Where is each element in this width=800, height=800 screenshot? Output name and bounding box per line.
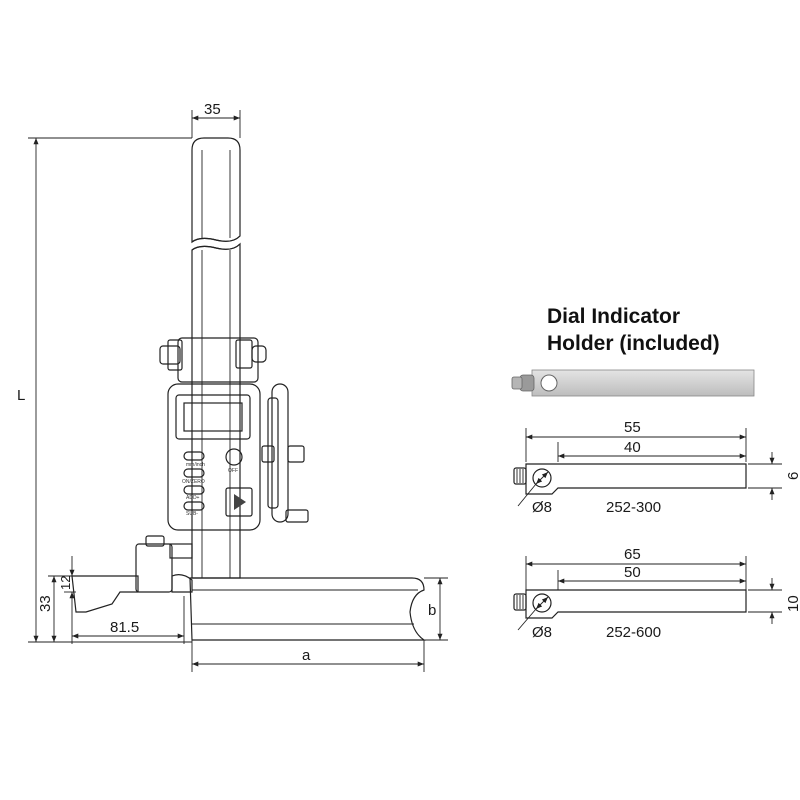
add-button[interactable] xyxy=(183,485,205,495)
holder-2-bore: Ø8 xyxy=(532,624,552,641)
height-gauge: mm/inch ON/ZERO ADD+ SUB- OFF xyxy=(71,137,426,641)
play-arrow-icon xyxy=(234,494,246,510)
scriber-clamp xyxy=(71,535,193,613)
dim-column-width: 35 xyxy=(204,101,221,118)
dim-base-length: a xyxy=(302,647,311,664)
holder-1-thickness: 6 xyxy=(785,472,800,480)
holder-1-inner-dim: 40 xyxy=(624,439,641,456)
dim-base-height: b xyxy=(428,602,436,619)
dim-length: L xyxy=(17,387,25,404)
sub-button[interactable] xyxy=(183,501,205,511)
lock-screw-left xyxy=(159,345,181,365)
holder-1-bore: Ø8 xyxy=(532,499,552,516)
lcd-screen xyxy=(183,402,243,432)
gauge-base xyxy=(189,577,426,641)
holder-2-part-no: 252-600 xyxy=(606,624,661,641)
holder-title-line1: Dial Indicator xyxy=(547,305,680,328)
holder-illustration xyxy=(511,369,755,397)
fine-adjust-handwheel xyxy=(261,383,309,523)
mm-inch-label: mm/inch xyxy=(186,462,205,468)
off-button[interactable] xyxy=(225,448,243,466)
digital-readout-housing xyxy=(167,383,261,531)
on-zero-button[interactable] xyxy=(183,468,205,478)
lcd-frame xyxy=(175,394,251,440)
add-label: ADD+ xyxy=(186,495,200,501)
gauge-dimensions: 35 L 33 12 81.5 a b xyxy=(17,101,448,672)
battery-cover xyxy=(225,487,253,517)
holder-variant-252-600: 65 50 Ø8 252-600 10 xyxy=(513,546,800,641)
lock-screw-right xyxy=(235,339,253,369)
holder-variant-252-300: 55 40 Ø8 252-300 6 xyxy=(513,419,800,516)
scriber xyxy=(71,575,139,613)
slider-carriage xyxy=(177,337,259,383)
holder-2-thickness: 10 xyxy=(785,595,800,612)
mm-inch-button[interactable] xyxy=(183,451,205,461)
dial-indicator-holder: Dial Indicator Holder (included) 55 40 xyxy=(511,305,800,641)
dim-scriber-thickness: 12 xyxy=(58,576,73,590)
holder-2-overall-dim: 65 xyxy=(624,546,641,563)
sub-label: SUB- xyxy=(186,511,198,517)
holder-title-line2: Holder (included) xyxy=(547,332,720,355)
off-label: OFF xyxy=(228,468,238,474)
dim-scriber-height: 33 xyxy=(37,595,54,612)
holder-2-inner-dim: 50 xyxy=(624,564,641,581)
readout-buttons: mm/inch ON/ZERO ADD+ SUB- OFF xyxy=(182,448,253,517)
holder-1-overall-dim: 55 xyxy=(624,419,641,436)
on-zero-label: ON/ZERO xyxy=(182,479,205,485)
column-lower xyxy=(191,242,241,579)
column-upper xyxy=(191,137,241,244)
holder-1-part-no: 252-300 xyxy=(606,499,661,516)
dim-scriber-reach: 81.5 xyxy=(110,619,139,636)
